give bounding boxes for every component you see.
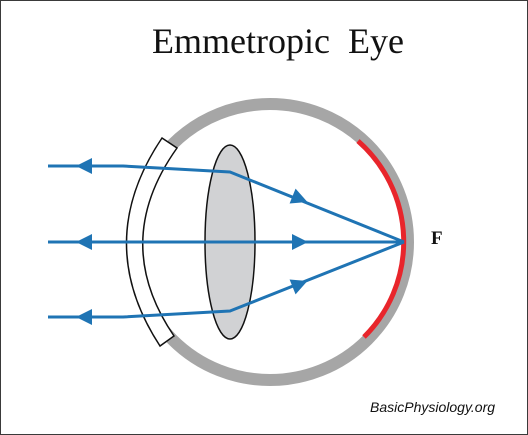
lower-ray-inner-arrow: [289, 279, 308, 295]
middle-ray-inner-arrow: [292, 234, 308, 250]
lower-ray-entry-arrow: [76, 309, 92, 325]
upper-ray-entry-arrow: [76, 158, 92, 174]
cornea: [125, 136, 179, 348]
middle-ray-entry-arrow: [76, 234, 92, 250]
upper-ray-inner-arrow: [289, 188, 308, 204]
diagram-title: Emmetropic Eye: [152, 21, 404, 61]
focal-point-label: F: [431, 228, 443, 249]
source-credit: BasicPhysiology.org: [370, 399, 496, 415]
retina: [356, 139, 407, 339]
